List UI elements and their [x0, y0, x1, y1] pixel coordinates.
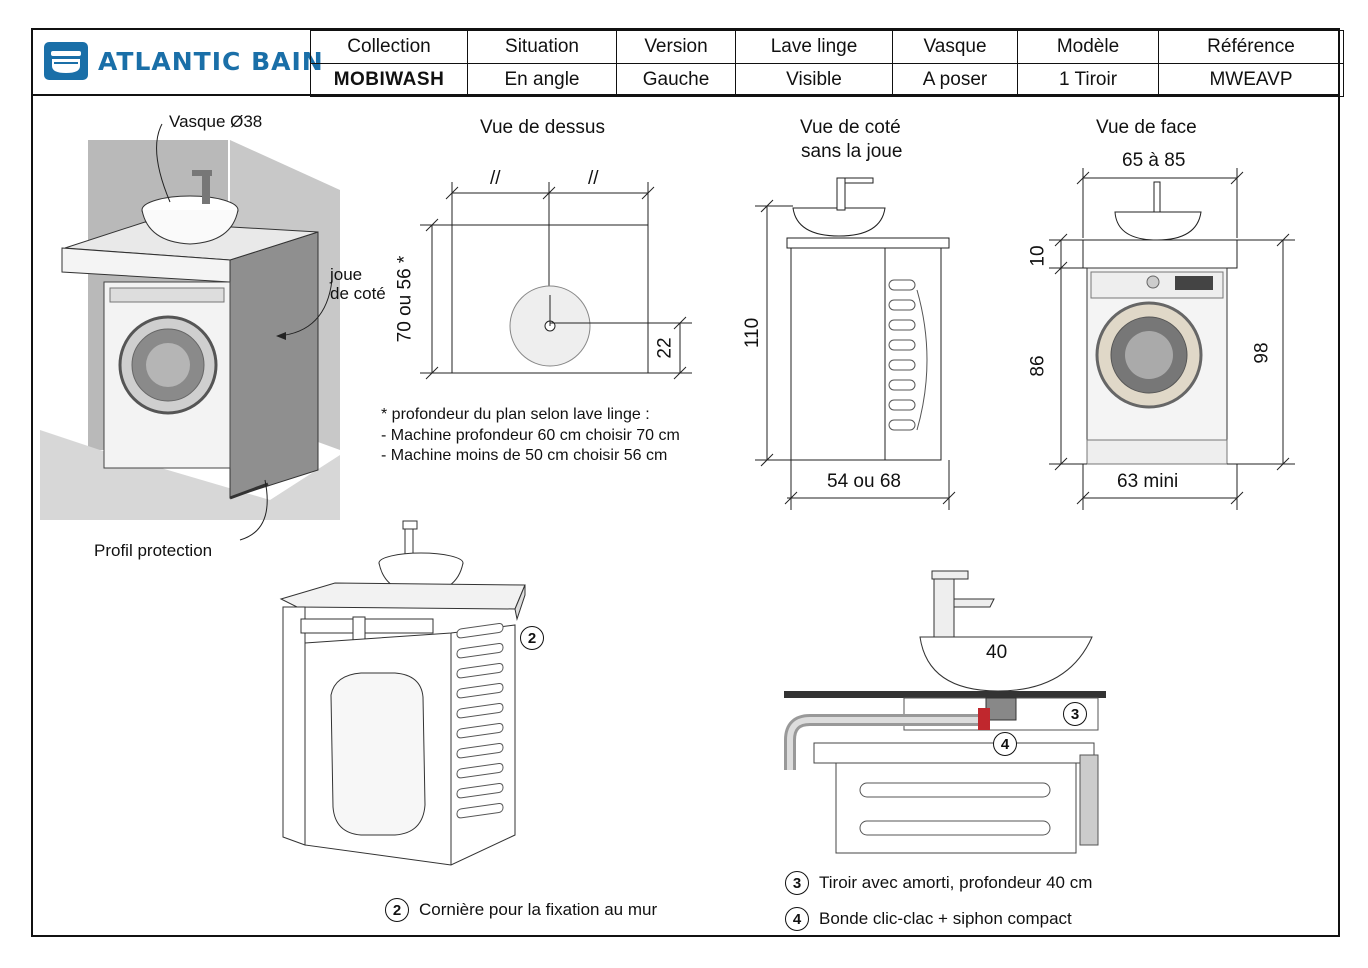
header-col-version: Version [616, 30, 736, 64]
front-view-drawing [1049, 168, 1295, 510]
cabinet-perspective-drawing [279, 520, 526, 866]
side-view-height-label: 110 [742, 317, 764, 349]
legend-text-2: Cornière pour la fixation au mur [419, 900, 658, 919]
top-view-offset-label: 22 [654, 337, 676, 359]
depth-note-3: - Machine moins de 50 cm choisir 56 cm [381, 447, 668, 464]
callout-2-badge: 2 [520, 626, 544, 650]
depth-note-2: - Machine profondeur 60 cm choisir 70 cm [381, 427, 680, 444]
legend-text-4: Bonde clic-clac + siphon compact [819, 909, 1072, 928]
bathtub-logo-icon [44, 42, 88, 80]
front-view-min-width-label: 63 mini [1117, 471, 1179, 492]
front-view-width-label: 65 à 85 [1122, 150, 1186, 171]
vasque-label: Vasque Ø38 [169, 112, 263, 131]
brand-name: ATLANTIC BAIN [98, 46, 324, 76]
legend-item-2: 2 Cornière pour la fixation au mur [385, 898, 657, 922]
side-view-drawing [755, 177, 956, 510]
callout-4-badge: 4 [993, 732, 1017, 756]
top-view-mark-left: // [490, 168, 501, 189]
perspective-illustration [40, 123, 340, 520]
top-view-title: Vue de dessus [480, 117, 605, 138]
front-view-title: Vue de face [1096, 117, 1197, 138]
top-view-mark-right: // [588, 168, 599, 189]
side-view-title-2: sans la joue [801, 141, 903, 162]
legend-item-4: 4 Bonde clic-clac + siphon compact [785, 907, 1072, 931]
side-view-depth-label: 54 ou 68 [827, 471, 901, 492]
header-table: Collection Situation Version Lave linge … [310, 30, 1344, 97]
header-divider [31, 94, 1340, 96]
legend-badge-3: 3 [785, 871, 809, 895]
header-val-version: Gauche [616, 63, 736, 97]
callout-3-badge: 3 [1063, 702, 1087, 726]
front-view-total-height-label: 98 [1251, 342, 1273, 364]
header-val-vasque: A poser [892, 63, 1018, 97]
sheet-frame [31, 28, 1340, 937]
header-col-reference: Référence [1158, 30, 1344, 64]
legend-badge-2: 2 [385, 898, 409, 922]
header-col-vasque: Vasque [892, 30, 1018, 64]
header-val-lave-linge: Visible [735, 63, 893, 97]
side-view-title-1: Vue de coté [800, 117, 901, 138]
front-view-machine-height-label: 86 [1027, 355, 1049, 377]
profil-label: Profil protection [94, 541, 213, 560]
header-val-reference: MWEAVP [1158, 63, 1344, 97]
top-view-depth-label: 70 ou 56 * [394, 255, 416, 343]
front-view-top-label: 10 [1027, 245, 1049, 267]
drain-detail-drawing [784, 570, 1106, 854]
depth-note-1: * profondeur du plan selon lave linge : [381, 406, 650, 423]
header-val-collection: MOBIWASH [310, 63, 468, 97]
top-view-drawing [420, 182, 692, 380]
header-col-modele: Modèle [1017, 30, 1159, 64]
header-col-situation: Situation [467, 30, 617, 64]
legend-badge-4: 4 [785, 907, 809, 931]
header-row-values: MOBIWASH En angle Gauche Visible A poser… [310, 63, 1344, 97]
header-col-lave-linge: Lave linge [735, 30, 893, 64]
joue-label: joue de coté [330, 265, 386, 303]
header-val-situation: En angle [467, 63, 617, 97]
header-row-labels: Collection Situation Version Lave linge … [310, 30, 1344, 64]
brand-logo: ATLANTIC BAIN [44, 42, 324, 80]
legend-item-3: 3 Tiroir avec amorti, profondeur 40 cm [785, 871, 1092, 895]
profil-leader [239, 479, 268, 541]
legend-text-3: Tiroir avec amorti, profondeur 40 cm [819, 873, 1093, 892]
basin-diameter-label: 40 [986, 642, 1008, 663]
header-col-collection: Collection [310, 30, 468, 64]
header-val-modele: 1 Tiroir [1017, 63, 1159, 97]
